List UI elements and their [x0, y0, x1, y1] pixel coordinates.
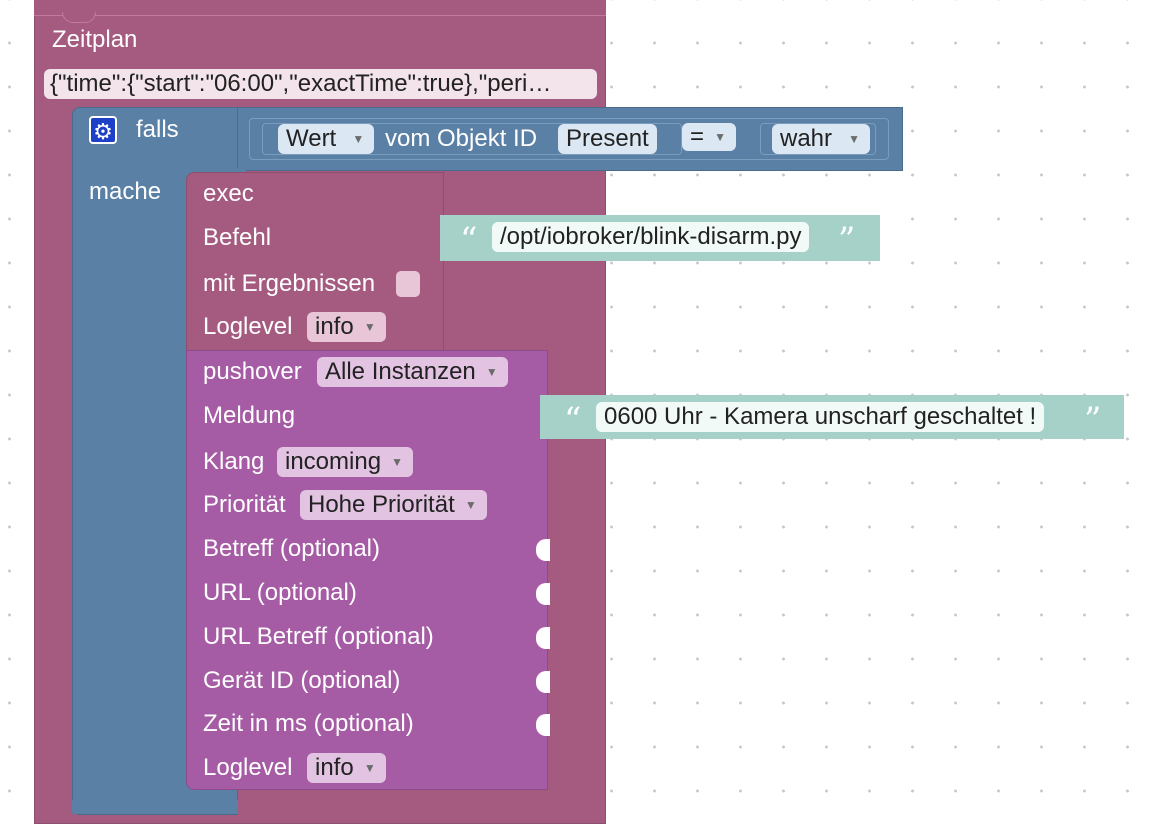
operator-text: =: [690, 123, 705, 150]
time-label: Zeit in ms (optional): [203, 710, 414, 737]
quote-close-icon: ”: [838, 220, 856, 260]
sound-dropdown[interactable]: incoming ▼: [277, 447, 414, 477]
exec-loglevel-label: Loglevel: [203, 313, 293, 340]
instance-dropdown[interactable]: Alle Instanzen ▼: [317, 357, 508, 387]
url-title-input-notch[interactable]: [536, 627, 550, 649]
command-value[interactable]: /opt/iobroker/blink-disarm.py: [492, 222, 810, 252]
chevron-down-icon: ▼: [363, 761, 376, 775]
of-object-label: vom Objekt ID: [385, 125, 538, 152]
value-dropdown-text: Wert: [286, 125, 337, 152]
message-string-block[interactable]: “ 0600 Uhr - Kamera unscharf geschaltet …: [540, 395, 1124, 439]
with-results-checkbox[interactable]: [396, 271, 420, 297]
sound-label: Klang: [203, 448, 265, 475]
chevron-down-icon: ▼: [848, 132, 861, 146]
pushover-loglevel-dropdown[interactable]: info ▼: [307, 753, 386, 783]
falls-footer: [72, 800, 238, 814]
sound-text: incoming: [285, 448, 382, 475]
pushover-block[interactable]: [186, 350, 548, 790]
message-label: Meldung: [203, 402, 296, 429]
message-value[interactable]: 0600 Uhr - Kamera unscharf geschaltet !: [596, 402, 1045, 432]
previous-block-bottom: [34, 0, 606, 16]
falls-label: falls: [136, 116, 179, 143]
device-label: Gerät ID (optional): [203, 667, 401, 694]
chevron-down-icon: ▼: [363, 320, 376, 334]
quote-close-icon: ”: [1084, 400, 1102, 440]
pushover-title: pushover: [203, 358, 302, 385]
priority-dropdown[interactable]: Hohe Priorität ▼: [300, 490, 487, 520]
chevron-down-icon: ▼: [352, 132, 365, 146]
chevron-down-icon: ▼: [714, 130, 727, 144]
mache-label: mache: [89, 178, 162, 205]
pushover-loglevel-text: info: [315, 754, 354, 781]
chevron-down-icon: ▼: [391, 455, 404, 469]
priority-label: Priorität: [203, 491, 286, 518]
gear-icon[interactable]: ⚙: [89, 116, 117, 144]
url-label: URL (optional): [203, 579, 357, 606]
schedule-field[interactable]: {"time":{"start":"06:00","exactTime":tru…: [44, 69, 597, 99]
with-results-label: mit Ergebnissen: [203, 270, 376, 297]
priority-text: Hohe Priorität: [308, 491, 455, 518]
object-id-field[interactable]: Present: [558, 124, 657, 154]
boolean-text: wahr: [780, 125, 833, 152]
time-input-notch[interactable]: [536, 714, 550, 736]
operator-dropdown[interactable]: = ▼: [682, 123, 737, 151]
quote-open-icon: “: [564, 400, 582, 440]
url-title-label: URL Betreff (optional): [203, 623, 434, 650]
exec-title: exec: [203, 180, 254, 207]
subject-input-notch[interactable]: [536, 539, 550, 561]
command-string-block[interactable]: “ /opt/iobroker/blink-disarm.py ”: [440, 215, 880, 261]
chevron-down-icon: ▼: [464, 498, 477, 512]
pushover-loglevel-label: Loglevel: [203, 754, 293, 781]
exec-loglevel-text: info: [315, 313, 354, 340]
quote-open-icon: “: [460, 220, 478, 260]
instance-text: Alle Instanzen: [325, 358, 476, 385]
zeitplan-title: Zeitplan: [52, 26, 138, 53]
chevron-down-icon: ▼: [485, 365, 498, 379]
command-label: Befehl: [203, 224, 272, 251]
url-input-notch[interactable]: [536, 583, 550, 605]
value-dropdown[interactable]: Wert ▼: [278, 124, 375, 154]
device-input-notch[interactable]: [536, 671, 550, 693]
falls-joint: [236, 168, 246, 174]
subject-label: Betreff (optional): [203, 535, 380, 562]
boolean-dropdown[interactable]: wahr ▼: [772, 124, 871, 154]
exec-loglevel-dropdown[interactable]: info ▼: [307, 312, 386, 342]
condition-block[interactable]: Wert ▼ vom Objekt ID Present = ▼ wahr ▼: [249, 118, 889, 160]
